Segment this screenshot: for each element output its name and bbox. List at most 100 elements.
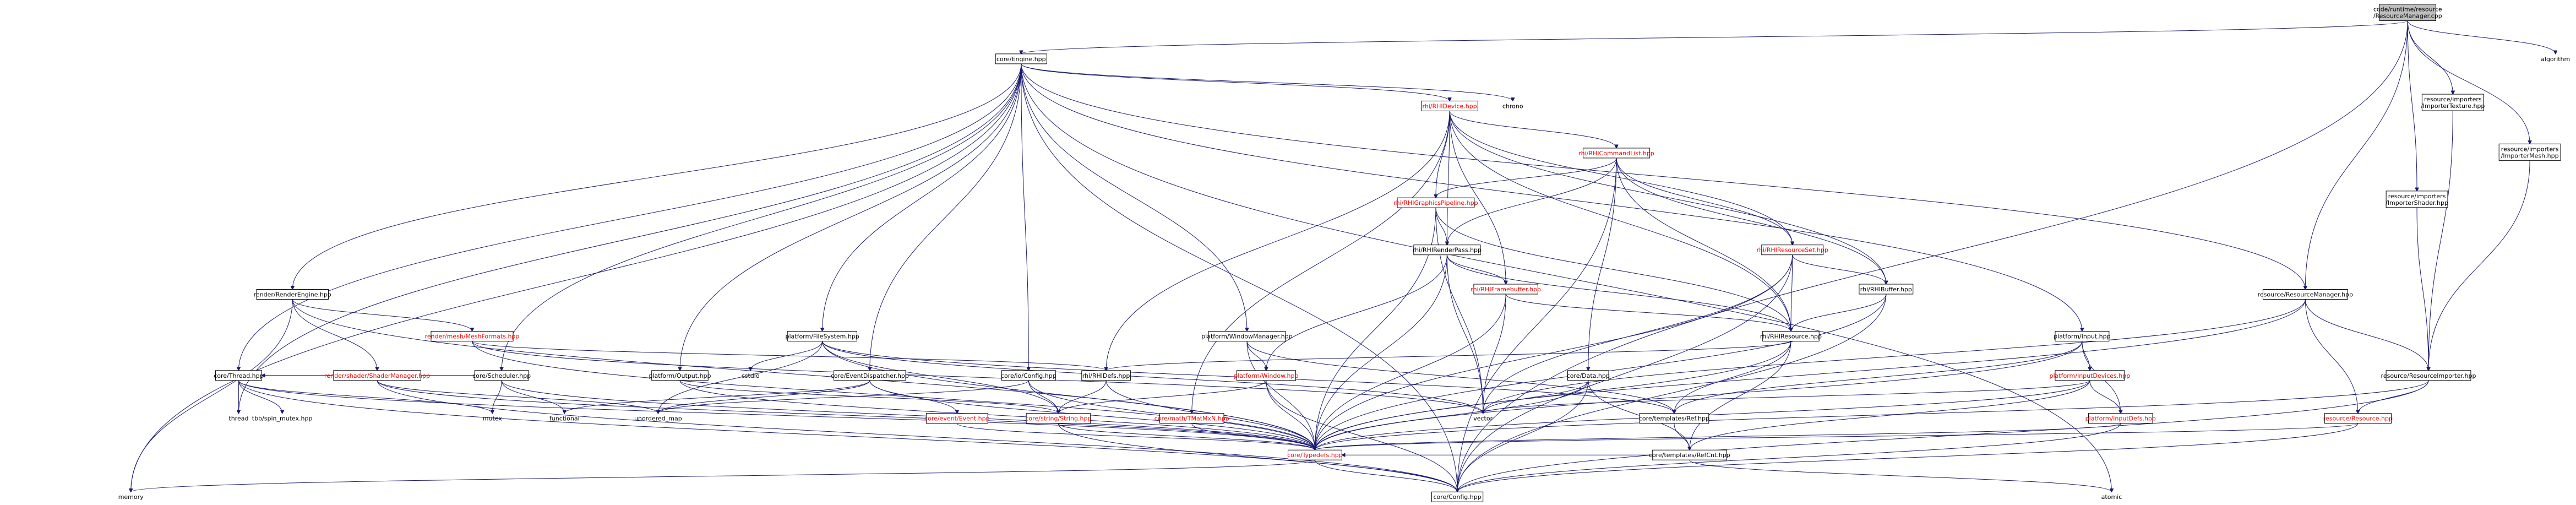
node-label: core/Data.hpp [1567, 372, 1610, 379]
node-chrono[interactable]: chrono [1502, 102, 1523, 110]
edge-thread-to-mutex [238, 380, 492, 414]
edge-engine-to-scheduler [502, 63, 1022, 371]
node-rhiresource[interactable]: rhi/RHIResource.hpp [1760, 331, 1822, 342]
node-rhiframebuf[interactable]: rhi/RHIFramebuffer.hpp [1471, 284, 1541, 295]
node-thread[interactable]: core/Thread.hpp [214, 370, 264, 381]
node-label: /ResourceManager.cpp [2373, 13, 2442, 20]
node-memory[interactable]: memory [118, 493, 144, 501]
node-label: platform/FileSystem.hpp [785, 333, 859, 340]
node-config[interactable]: core/Config.hpp [1431, 491, 1484, 502]
node-label: render/mesh/MeshFormats.hpp [425, 333, 520, 340]
node-inputdevices[interactable]: platform/InputDevices.hpp [2050, 370, 2131, 381]
node-label: rhi/RHIGraphicsPipeline.hpp [1393, 199, 1478, 207]
node-window[interactable]: platform/Window.hpp [1234, 370, 1299, 381]
edge-rhigfxpipe-to-typedefs [1315, 208, 1436, 450]
node-meshformats[interactable]: render/mesh/MeshFormats.hpp [425, 331, 520, 342]
edge-input-to-typedefs [1315, 341, 2083, 450]
node-thread_std[interactable]: thread [228, 415, 248, 422]
node-label: core/Engine.hpp [996, 56, 1046, 63]
node-inputdefs[interactable]: platform/InputDefs.hpp [2085, 413, 2156, 424]
node-unordered_map[interactable]: unordered_map [634, 415, 682, 422]
node-box [2262, 289, 2348, 300]
node-importer_mesh[interactable]: resource/importers/ImporterMesh.hpp [2498, 143, 2561, 161]
edge-engine-to-thread [238, 63, 1022, 371]
edge-resource-to-typedefs [1315, 423, 2359, 450]
node-renderengine[interactable]: render/RenderEngine.hpp [254, 289, 331, 300]
node-shadermgr[interactable]: render/shader/ShaderManager.hpp [324, 370, 430, 381]
node-box [1159, 413, 1224, 424]
node-ref[interactable]: core/templates/Ref.hpp [1639, 413, 1709, 424]
node-rhiresset[interactable]: rhi/RHIResourceSet.hpp [1757, 245, 1828, 256]
node-rhicmdlist[interactable]: rhi/RHICommandList.hpp [1578, 148, 1654, 159]
node-string[interactable]: core/string/String.hpp [1025, 413, 1091, 424]
node-rhidefs[interactable]: rhi/RHIDefs.hpp [1081, 370, 1131, 381]
node-vector[interactable]: vector [1473, 415, 1493, 422]
edge-windowmgr-to-window [1246, 341, 1266, 371]
node-tbb_mutex[interactable]: tbb/spin_mutex.hpp [252, 415, 313, 422]
node-label: platform/WindowManager.hpp [1201, 333, 1292, 340]
edge-windowmgr-to-typedefs [1246, 341, 1315, 450]
node-label: rhi/RHIResource.hpp [1760, 333, 1822, 340]
node-event[interactable]: core/event/Event.hpp [924, 413, 990, 424]
edge-rhibuffer-to-config [1457, 294, 1887, 492]
edge-resimporter-to-resource [2358, 380, 2429, 414]
node-scheduler[interactable]: core/Scheduler.hpp [472, 370, 531, 381]
node-output[interactable]: platform/Output.hpp [649, 370, 711, 381]
edge-rhidevice-to-rhibuffer [1449, 111, 1886, 284]
edge-engine-to-output [680, 63, 1022, 371]
node-input[interactable]: platform/Input.hpp [2054, 331, 2111, 342]
edge-rhirenderpass-to-rhiframebuf [1446, 254, 1506, 284]
node-rhirenderpass[interactable]: rhi/RHIRenderPass.hpp [1413, 245, 1482, 256]
node-cstdio[interactable]: cstdio [742, 372, 760, 379]
node-rhidevice[interactable]: rhi/RHIDevice.hpp [1421, 100, 1478, 111]
edge-rhidevice-to-rhirenderpass [1447, 111, 1450, 245]
edge-rhiresset-to-config [1457, 254, 1793, 492]
node-rhigfxpipe[interactable]: rhi/RHIGraphicsPipeline.hpp [1393, 197, 1478, 208]
node-box [1397, 197, 1475, 208]
node-box [1421, 100, 1478, 111]
edge-rhigfxpipe-to-vector [1435, 208, 1483, 414]
node-importer_texture[interactable]: resource/importers/ImporterTexture.hpp [2421, 94, 2485, 111]
edge-rhidevice-to-rhidefs [1106, 111, 1450, 370]
node-resmgr_hpp[interactable]: resource/ResourceManager.hpp [2258, 289, 2353, 300]
node-filesystem[interactable]: platform/FileSystem.hpp [785, 331, 859, 342]
node-label: core/event/Event.hpp [924, 415, 990, 422]
node-refcnt[interactable]: core/templates/RefCnt.hpp [1649, 449, 1730, 460]
node-data[interactable]: core/Data.hpp [1567, 370, 1610, 381]
edge-rhidevice-to-rhicmdlist [1449, 111, 1616, 148]
node-algorithm[interactable]: algorithm [2541, 56, 2570, 63]
node-label: core/Thread.hpp [214, 372, 263, 379]
node-typedefs[interactable]: core/Typedefs.hpp [1287, 449, 1343, 460]
node-resource[interactable]: resource/Resource.hpp [2323, 413, 2393, 424]
edge-meshformats-to-typedefs [472, 341, 1315, 450]
edge-shadermgr-to-config [377, 380, 1457, 492]
node-engine[interactable]: core/Engine.hpp [995, 53, 1047, 64]
node-mutex[interactable]: mutex [483, 415, 503, 422]
node-eventdispatcher[interactable]: core/EventDispatcher.hpp [831, 370, 909, 381]
edge-resimporter-to-config [1457, 380, 2429, 492]
node-label: render/RenderEngine.hpp [254, 291, 331, 298]
node-importer_shader[interactable]: resource/importers/ImporterShader.hpp [2386, 191, 2448, 208]
edge-engine-to-config [1021, 63, 1457, 492]
edge-engine-to-chrono [1021, 63, 1513, 101]
edge-rhiresset-to-vector [1483, 254, 1793, 414]
edge-eventdispatcher-to-functional [564, 380, 870, 414]
edge-engine-to-atomic [1021, 63, 2112, 492]
node-ioconfig[interactable]: core/io/Config.hpp [1001, 370, 1056, 381]
edge-rhiresource-to-rhidefs [1106, 341, 1791, 371]
node-box [787, 331, 858, 342]
node-label: cstdio [742, 372, 760, 379]
edge-data-to-typedefs [1315, 380, 1589, 450]
node-root[interactable]: code/runtime/resource/ResourceManager.cp… [2373, 4, 2442, 21]
node-resimporter[interactable]: resource/ResourceImporter.hpp [2381, 370, 2476, 381]
node-atomic[interactable]: atomic [2101, 493, 2122, 501]
node-tmatmxn[interactable]: core/math/TMatMxN.hpp [1154, 413, 1229, 424]
node-label: /ImporterShader.hpp [2386, 199, 2448, 207]
node-windowmgr[interactable]: platform/WindowManager.hpp [1201, 331, 1293, 342]
node-functional[interactable]: functional [549, 415, 580, 422]
node-label: rhi/RHIDefs.hpp [1082, 372, 1130, 379]
edge-importer_mesh-to-resimporter [2428, 160, 2530, 370]
node-rhibuffer[interactable]: rhi/RHIBuffer.hpp [1859, 284, 1914, 295]
node-box [256, 289, 329, 300]
node-box [1431, 491, 1484, 502]
